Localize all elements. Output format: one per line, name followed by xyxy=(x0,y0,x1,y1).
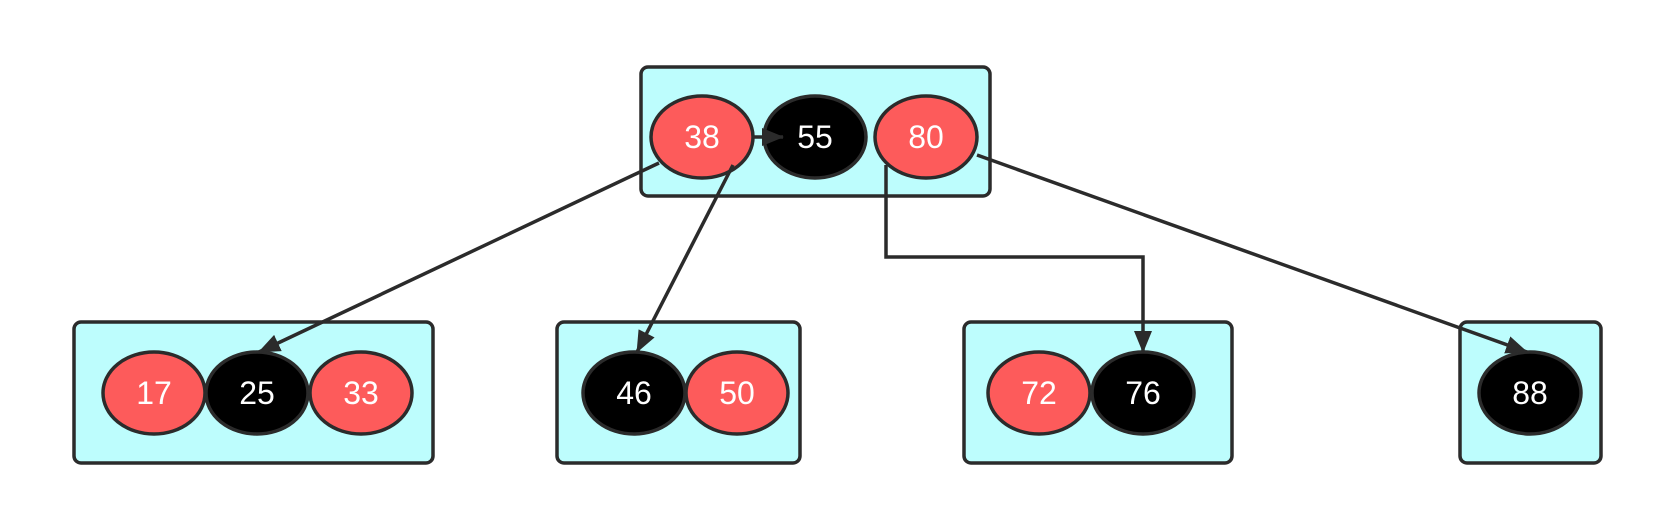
key-17-label: 17 xyxy=(136,375,172,411)
key-80-ellipse xyxy=(873,94,979,180)
key-25-label: 25 xyxy=(239,375,275,411)
key-55-label: 55 xyxy=(797,119,833,155)
key-88-label: 88 xyxy=(1512,375,1548,411)
key-33-label: 33 xyxy=(343,375,379,411)
key-76-label: 76 xyxy=(1125,375,1161,411)
key-88-ellipse xyxy=(1477,350,1583,436)
edge-80-to-88 xyxy=(976,153,1528,354)
edge-38-to-46 xyxy=(635,164,735,353)
key-50-ellipse xyxy=(684,350,790,436)
edge-80-to-76 xyxy=(884,165,1152,353)
key-33-ellipse xyxy=(308,350,414,436)
key-80-label: 80 xyxy=(908,119,944,155)
edge-38-to-25 xyxy=(258,161,660,354)
key-25-ellipse xyxy=(204,350,310,436)
key-72-ellipse xyxy=(986,350,1092,436)
key-72-label: 72 xyxy=(1021,375,1057,411)
key-46-label: 46 xyxy=(616,375,652,411)
key-50-label: 50 xyxy=(719,375,755,411)
key-38-label: 38 xyxy=(684,119,720,155)
